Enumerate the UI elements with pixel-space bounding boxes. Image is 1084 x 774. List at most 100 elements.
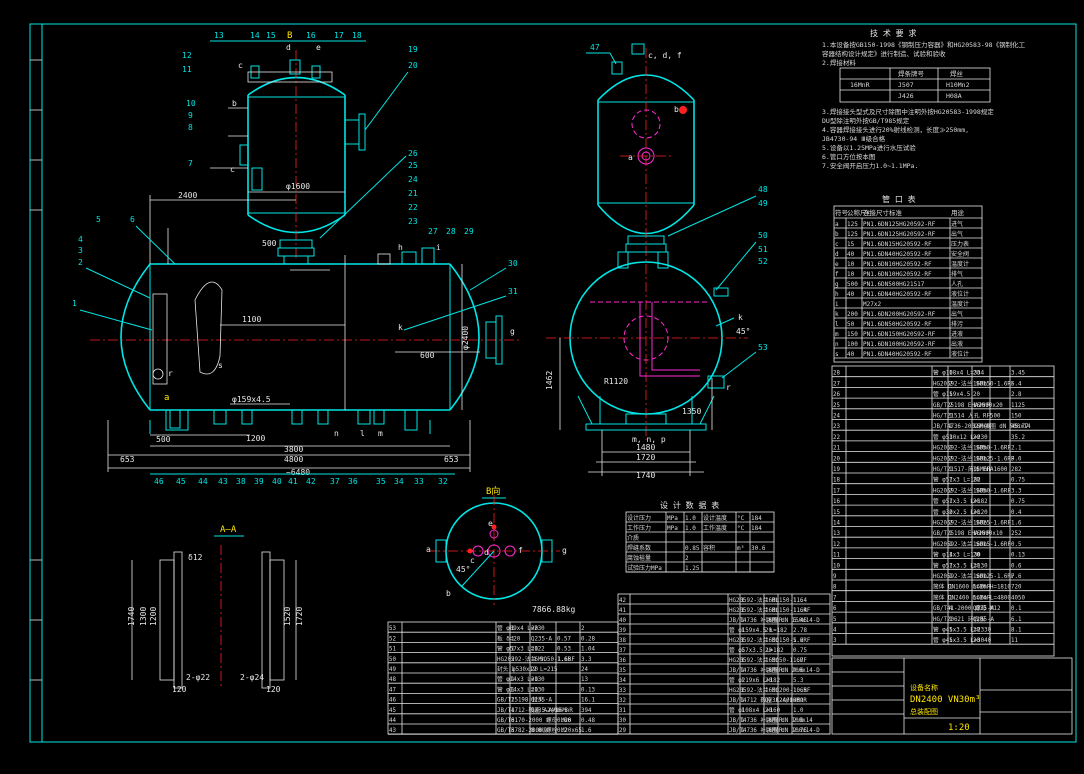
- view-b-e-dot: [491, 524, 497, 530]
- tech-note-5: 5.设备以1.25MPa进行水压试验: [822, 143, 916, 152]
- nozzle-table-cell: 温度计: [951, 260, 969, 268]
- balloon-47: 47: [590, 43, 600, 52]
- bom-right-cell: 管 φ45x3.5 L=2330: [933, 626, 992, 634]
- balloon-1: 1: [72, 299, 77, 308]
- bom-left-cell: 51: [389, 647, 396, 653]
- section-aa: A—A 1740 1300 1200 1520 1720 2-φ22 120 2…: [127, 525, 304, 694]
- upper-level-gauge: [251, 167, 263, 191]
- nozzle-letters-front: c d e b c r g a h i s n k m l: [164, 43, 515, 438]
- bom-mid-cell: 1: [741, 728, 745, 734]
- nozzle-table-cell: k: [835, 311, 839, 318]
- bom-mid-cell: 39: [619, 628, 626, 634]
- view-b-letter-b: b: [446, 589, 451, 598]
- nozzle-table-cell: a: [835, 221, 839, 228]
- dim-3800: 3800: [284, 445, 303, 454]
- bom-left-cell: GB/T25198 封头: [497, 696, 544, 704]
- section-aa-right-web: [261, 551, 271, 689]
- nozzle-letter-s: s: [218, 361, 223, 370]
- bom-mid-cell: 1: [741, 628, 745, 634]
- bom-right-cell: HG/T21514 人孔 RF500: [933, 412, 1001, 420]
- side-inner-riser: [639, 302, 700, 377]
- left-margin-ticks: [30, 59, 42, 681]
- balloon-35: 35: [376, 477, 386, 486]
- bom-left-cell: 板 δ=20: [497, 634, 521, 642]
- bom-mid-cell: 9.6: [793, 668, 804, 674]
- balloon-46: 46: [154, 477, 164, 486]
- bom-right-cell: 150: [1011, 414, 1022, 420]
- section-aa-dim-5: 2-φ22: [186, 673, 210, 682]
- bom-left-cell: 52: [389, 636, 396, 642]
- bom-left-cell: Q235-A: [531, 636, 552, 642]
- nozzle-table-cell: 安全阀: [951, 250, 969, 258]
- design-table-cell: 1.0: [685, 525, 696, 532]
- dim-1200: 1200: [246, 434, 265, 443]
- title-equipment: 设备名称: [910, 683, 938, 692]
- bom-right-cell: 720: [1011, 585, 1022, 591]
- bom-right-cell: 管 φ57x3.5 L=130: [933, 561, 988, 569]
- bom-left-cell: 管 φ14x3 L=130: [497, 685, 545, 693]
- bom-mid-cell: 36: [619, 658, 626, 664]
- nozzle-table-cell: 人孔: [951, 280, 963, 288]
- nozzle-45: [169, 409, 181, 429]
- bom-left-cell: 0.53: [557, 647, 571, 653]
- sheet-border: [29, 23, 1077, 743]
- bom-right-cell: 4: [833, 628, 837, 634]
- bom-left-cell: 53: [389, 626, 396, 632]
- section-aa-dim-7: 2-φ24: [240, 673, 264, 682]
- side-letter-mnp: m, n, p: [632, 435, 666, 444]
- nozzle-letter-n: n: [334, 429, 339, 438]
- title-block: 设备名称 DN2400 VN30m³ 总装配图 1:20: [831, 657, 1073, 735]
- bom-mid-cell: 1: [741, 668, 745, 674]
- bom-right-cell: 2: [949, 456, 953, 462]
- bom-left-cell: 8.8级: [531, 726, 547, 734]
- section-a-left: a: [164, 393, 169, 403]
- nozzle-table-cell: PN1.6DN125HG20592-RF: [863, 221, 936, 228]
- nozzle-a-upper: [239, 144, 249, 166]
- bom-mid-cell: 管 φ108x4 L=160: [729, 706, 781, 714]
- balloon-51: 51: [758, 245, 768, 254]
- nozzle-table-cell: b: [835, 231, 839, 238]
- nozzle-table-cell: 125: [847, 221, 858, 228]
- bom-right-cell: 1: [949, 424, 953, 430]
- bom-right-cell: 11: [1011, 638, 1018, 644]
- balloon-16: 16: [306, 31, 316, 40]
- side-connect-flange-2: [625, 243, 667, 253]
- bom-right-cell: 1: [949, 467, 953, 473]
- nozzle-r-bottom: [213, 409, 227, 425]
- nozzle-table-cell: PN1.6DN40HG20592-RF: [863, 291, 932, 298]
- bom-mid-cell: 管 φ219x6 L=182: [729, 676, 780, 684]
- bom-mid-cell: 1: [741, 658, 745, 664]
- bom-right-cell: 16MnR: [973, 467, 991, 473]
- bom-right-cell: GB/T41-2000 螺母 M12: [933, 604, 1000, 612]
- leader-1: [79, 309, 153, 331]
- nozzle-table-cell: 10: [847, 261, 855, 268]
- bom-right-cell: 9: [833, 574, 837, 580]
- bom-right-cell: JB/T4736-2002补强圈 dN 500x14: [933, 422, 1031, 430]
- design-table-cell: MPa: [667, 525, 678, 532]
- bom-right-cell: 1: [949, 414, 953, 420]
- bom-mid-cell: 41: [619, 608, 626, 614]
- bom-left-cell: 管 φ57x3 L=122: [497, 645, 545, 653]
- bom-mid-cell: 1: [741, 678, 745, 684]
- bom-right-cell: 0.4: [1011, 510, 1022, 516]
- nozzle-table-head-cell: 用途: [951, 208, 965, 217]
- bom-right-cell: 20: [973, 478, 980, 484]
- main-left-head: [120, 263, 151, 411]
- bom-mid-cell: 20: [765, 648, 772, 654]
- tech-note-4b: JB4730-94 Ⅲ级合格: [822, 134, 886, 143]
- design-table-cell: 设计压力: [627, 514, 651, 522]
- bom-right-cell: 管 φ45x3.5 L=3040: [933, 636, 992, 644]
- view-b-letter-e: e: [488, 519, 493, 528]
- balloon-3: 3: [78, 246, 83, 255]
- design-table-cell: 容积: [703, 544, 715, 552]
- tech-note-3: 3.焊接接头型式及尺寸除图中注明外按HG20583-1998规定: [822, 107, 994, 116]
- section-aa-dim-8: 120: [266, 685, 281, 694]
- design-table-cell: 1.0: [685, 515, 696, 522]
- bom-mid-cell: 35: [619, 668, 626, 674]
- bom-mid-cell: HG20592-法兰 BL150-1.6: [729, 596, 804, 604]
- balloon-group-right-mid: 26 25 24 21 22 23: [319, 149, 418, 239]
- balloon-25: 25: [408, 161, 418, 170]
